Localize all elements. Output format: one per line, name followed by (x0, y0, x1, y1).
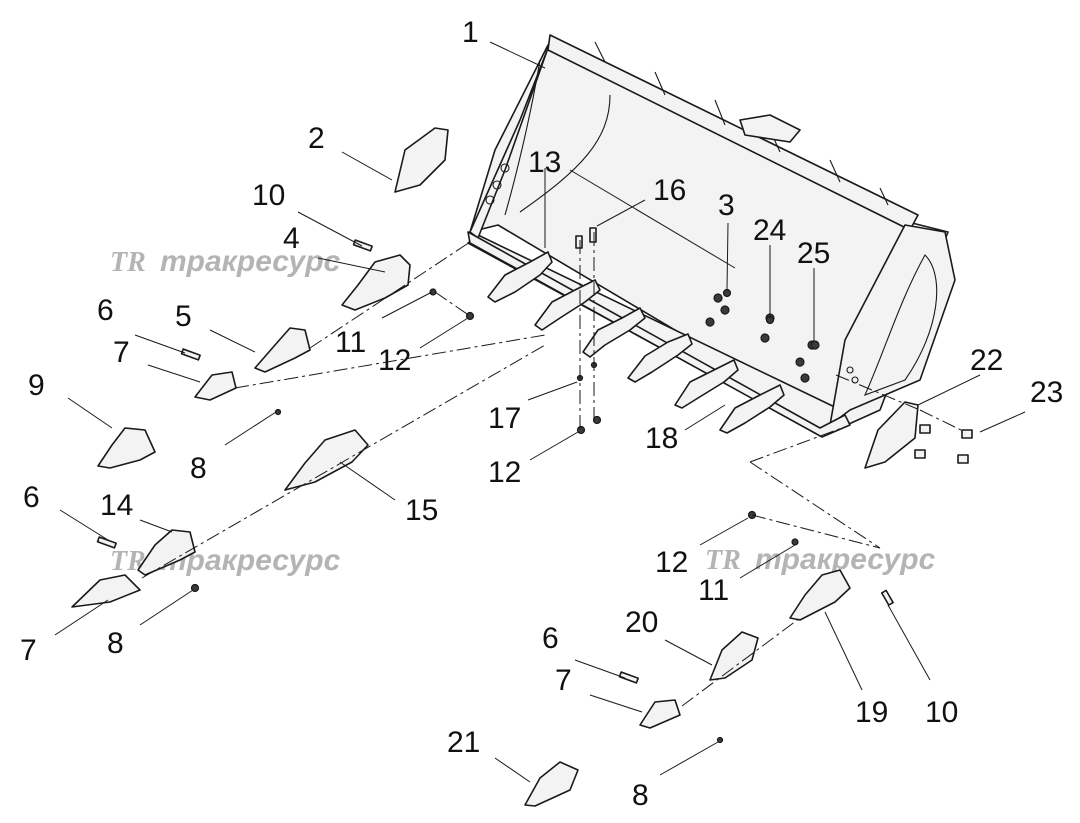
callout-10: 10 (252, 179, 285, 212)
adapter-5 (254, 327, 311, 373)
callout-2: 2 (308, 122, 325, 155)
callout-20: 20 (625, 606, 658, 639)
callout-6b: 6 (23, 481, 40, 514)
callout-4: 4 (283, 222, 300, 255)
callout-8b: 8 (107, 627, 124, 660)
adapter-15 (284, 429, 369, 491)
callout-6: 6 (97, 294, 114, 327)
callout-12: 12 (378, 344, 411, 377)
watermark-logo: TR (705, 545, 741, 576)
callout-22: 22 (970, 344, 1003, 377)
watermark-logo: TR (110, 247, 146, 278)
watermark-4: TR тракресурс (705, 543, 936, 576)
callout-8: 8 (190, 452, 207, 485)
bucket-body (467, 34, 956, 438)
callout-12c: 12 (655, 546, 688, 579)
callout-3: 3 (718, 189, 735, 222)
callout-18: 18 (645, 422, 678, 455)
callout-24: 24 (753, 214, 786, 247)
side-cutter-2 (394, 127, 449, 193)
callout-8c: 8 (632, 779, 649, 812)
callout-10b: 10 (925, 696, 958, 729)
adapter-4 (341, 254, 411, 311)
hardware (96, 227, 973, 744)
watermark-text: тракресурс (755, 543, 936, 576)
callout-7: 7 (113, 336, 130, 369)
callout-14: 14 (100, 489, 133, 522)
callout-25: 25 (797, 237, 830, 270)
callout-7c: 7 (555, 664, 572, 697)
callout-19: 19 (855, 696, 888, 729)
callout-15: 15 (405, 494, 438, 527)
callout-21: 21 (447, 726, 480, 759)
axis-lines (141, 232, 966, 707)
callout-1: 1 (462, 16, 479, 49)
edge-teeth (487, 251, 785, 434)
callout-7b: 7 (20, 634, 37, 667)
callout-16: 16 (653, 174, 686, 207)
callout-9: 9 (28, 369, 45, 402)
adapter-9 (97, 427, 156, 469)
callout-12b: 12 (488, 456, 521, 489)
callout-17: 17 (488, 402, 521, 435)
watermark-text: тракресурс (160, 245, 341, 278)
tooth-21 (524, 761, 579, 807)
adapter-19 (789, 569, 851, 621)
callout-11b: 11 (698, 574, 729, 607)
watermark-1: TR тракресурс (110, 245, 341, 278)
callout-5: 5 (175, 300, 192, 333)
callout-23: 23 (1030, 376, 1063, 409)
tooth-7c (639, 699, 681, 729)
callout-11: 11 (335, 326, 366, 359)
callouts: 1 2 3 4 5 6 7 8 9 10 11 12 13 14 15 16 1… (20, 16, 1063, 812)
tooth-20 (709, 631, 759, 681)
tooth-7b (71, 574, 141, 608)
tooth-7 (194, 371, 237, 401)
leader-lines (54, 41, 1026, 783)
callout-6c: 6 (542, 622, 559, 655)
callout-13: 13 (528, 146, 561, 179)
